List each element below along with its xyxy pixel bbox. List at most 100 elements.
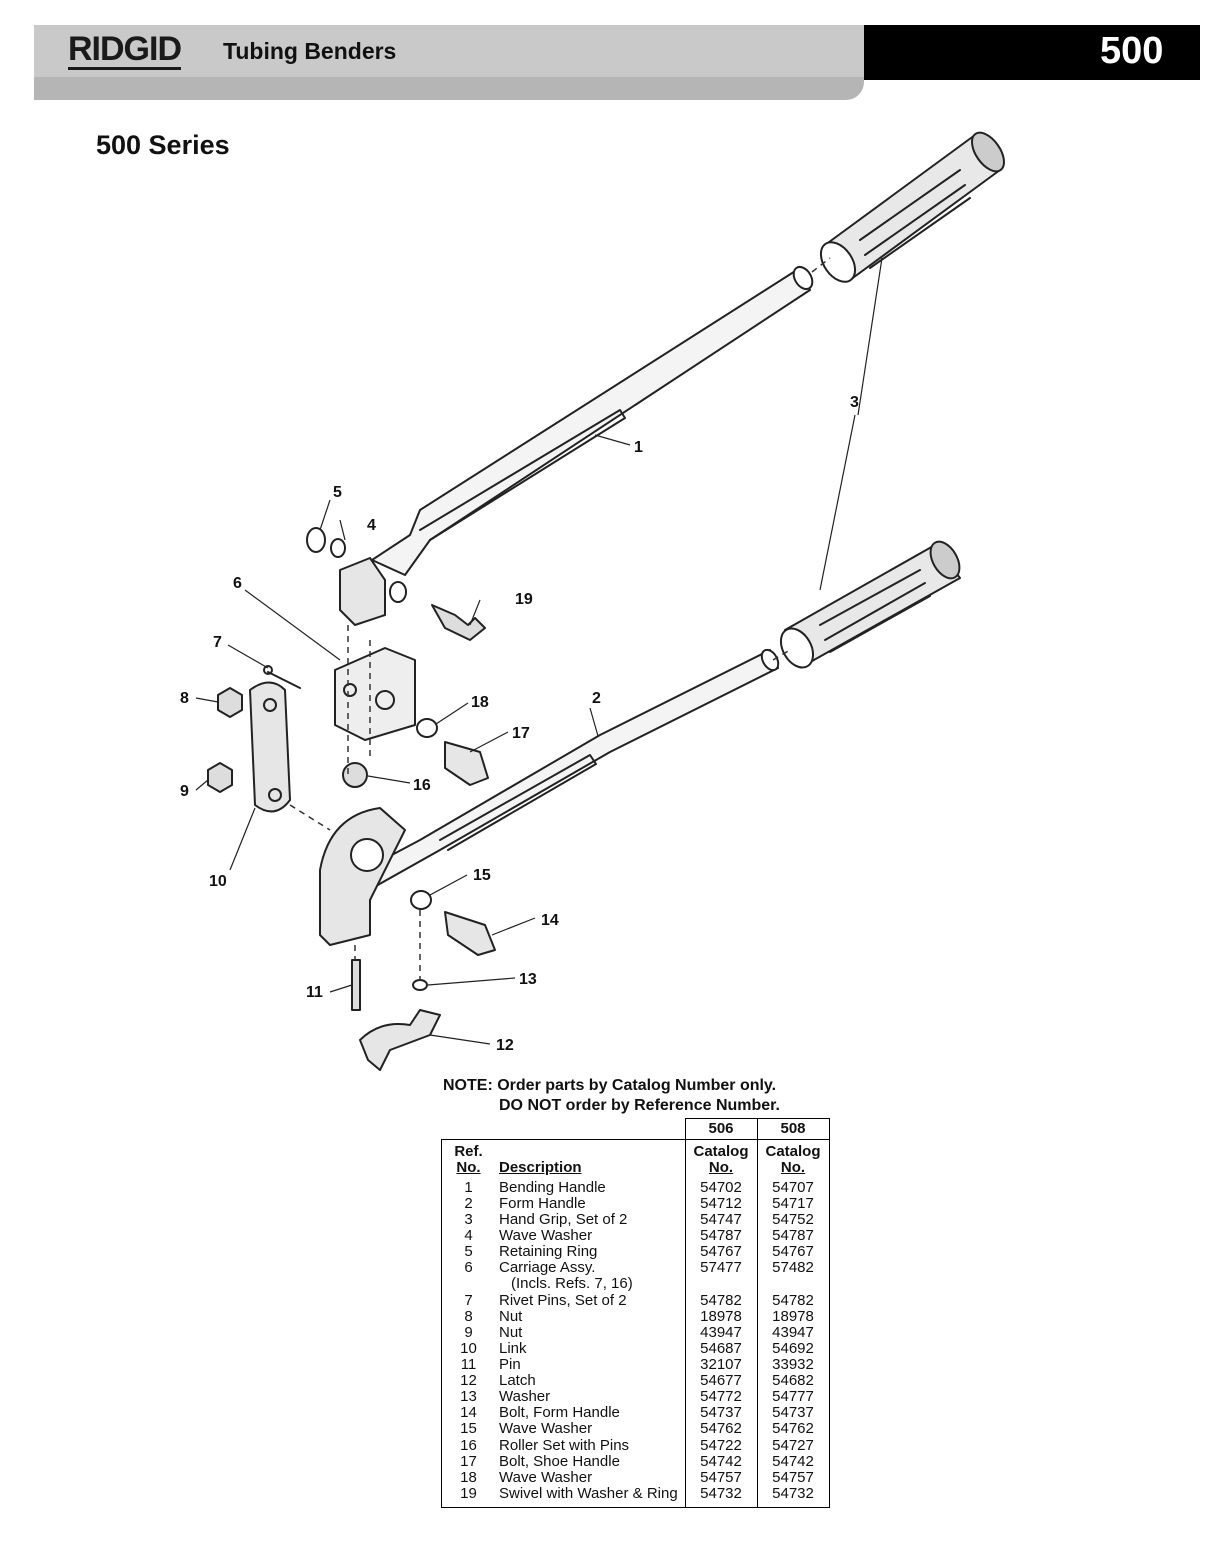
description: (Incls. Refs. 7, 16) [511,1275,633,1292]
callout-6: 6 [233,575,242,592]
column-header-row-1: Ref. Catalog Catalog [441,1144,830,1160]
description: Carriage Assy. [499,1259,596,1276]
catalog-506: 54782 [700,1292,742,1309]
catalog-508: 54727 [772,1437,814,1454]
catalog-508: 54742 [772,1453,814,1470]
catalog-506: 54677 [700,1372,742,1389]
catalog-508: 54682 [772,1372,814,1389]
catalog-508: 54732 [772,1485,814,1502]
description: Hand Grip, Set of 2 [499,1211,628,1228]
description: Nut [499,1308,523,1325]
callout-16: 16 [413,777,431,794]
catalog-506: 54737 [700,1404,742,1421]
catalog-508: 54787 [772,1227,814,1244]
callout-4: 4 [367,517,376,534]
brand-logo: RIDGID [68,30,182,70]
col-ref-no: No. [456,1159,481,1176]
ref-no: 6 [464,1259,473,1276]
table-row: 18 Wave Washer 54757 54757 [441,1470,830,1486]
catalog-508: 43947 [772,1324,814,1341]
catalog-508: 33932 [772,1356,814,1373]
catalog-506: 43947 [700,1324,742,1341]
description: Bending Handle [499,1179,606,1196]
model-508: 508 [780,1120,806,1137]
description: Wave Washer [499,1227,593,1244]
catalog-506: 54787 [700,1227,742,1244]
ref-no: 11 [460,1356,477,1373]
note-line-2: DO NOT order by Reference Number. [499,1097,780,1114]
catalog-508: 57482 [772,1259,814,1276]
col-cat-506-no: No. [708,1159,734,1176]
note-line-1: NOTE: Order parts by Catalog Number only… [443,1077,777,1094]
catalog-506: 54742 [700,1453,742,1470]
ref-no: 3 [464,1211,473,1228]
description: Retaining Ring [499,1243,598,1260]
callout-1: 1 [634,439,643,456]
ref-no: 17 [460,1453,477,1470]
description: Washer [499,1388,551,1405]
description: Roller Set with Pins [499,1437,630,1454]
description: Wave Washer [499,1420,593,1437]
description: Wave Washer [499,1469,593,1486]
catalog-508: 54737 [772,1404,814,1421]
callout-5: 5 [333,484,342,501]
callout-15: 15 [473,867,491,884]
callout-10: 10 [209,873,227,890]
description: Pin [499,1356,521,1373]
catalog-508: 54707 [772,1179,814,1196]
callout-17: 17 [512,725,530,742]
ref-no: 2 [464,1195,473,1212]
col-divider-508 [757,1139,758,1508]
callout-2: 2 [592,690,601,707]
parts-table: 506 508 Ref. Catalog Catalog No. Descrip… [441,1118,830,1508]
callout-3: 3 [850,394,859,411]
catalog-506: 18978 [700,1308,742,1325]
catalog-508: 54757 [772,1469,814,1486]
callout-14: 14 [541,912,559,929]
catalog-508: 54782 [772,1292,814,1309]
catalog-508: 54752 [772,1211,814,1228]
description: Rivet Pins, Set of 2 [499,1292,627,1309]
ref-no: 10 [460,1340,477,1357]
col-description: Description [499,1159,582,1176]
catalog-506: 54712 [700,1195,742,1212]
ref-no: 16 [460,1437,477,1454]
table-row: 8 Nut 18978 18978 [441,1309,830,1325]
ref-no: 15 [460,1420,477,1437]
col-cat-506-label: Catalog [693,1143,749,1160]
catalog-506: 54772 [700,1388,742,1405]
catalog-508: 54767 [772,1243,814,1260]
catalog-506: 54702 [700,1179,742,1196]
ref-no: 8 [464,1308,473,1325]
ref-no: 18 [460,1469,477,1486]
ref-no: 12 [460,1372,477,1389]
column-header-row-2: No. Description No. No. [441,1160,830,1176]
catalog-508: 18978 [772,1308,814,1325]
catalog-506: 54687 [700,1340,742,1357]
callout-7: 7 [213,634,222,651]
header-page-tab [864,25,1200,80]
series-title: 500 Series [96,130,230,160]
catalog-508: 54777 [772,1388,814,1405]
col-divider-506 [685,1139,686,1508]
callout-19: 19 [515,591,533,608]
callout-9: 9 [180,783,189,800]
catalog-506: 54757 [700,1469,742,1486]
col-ref-label: Ref. [454,1143,483,1160]
ref-no: 14 [460,1404,477,1421]
col-cat-508-no: No. [780,1159,806,1176]
callout-11: 11 [306,984,323,1001]
catalog-508: 54762 [772,1420,814,1437]
